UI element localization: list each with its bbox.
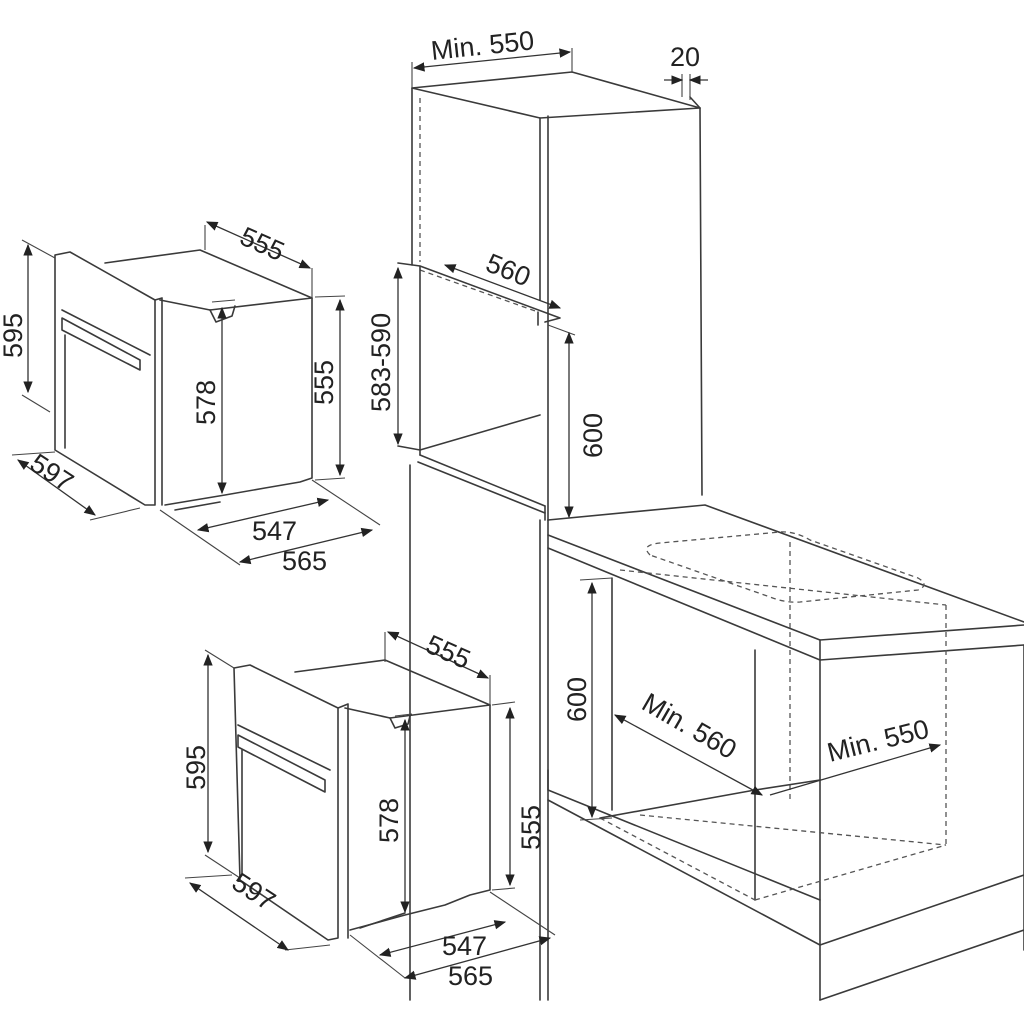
oven-top bbox=[54, 249, 313, 511]
dimensions-oven-top: 555 595 578 555 597 547 565 bbox=[0, 221, 381, 576]
dim-base-height-600: 600 bbox=[562, 677, 592, 722]
dim-height-578-bottom: 578 bbox=[374, 798, 404, 843]
dim-width-565: 565 bbox=[282, 546, 327, 576]
dim-height-595: 595 bbox=[0, 313, 28, 358]
dimensions-oven-bottom: 555 595 578 555 597 547 565 bbox=[181, 629, 556, 991]
dim-width-565-bottom: 565 bbox=[448, 961, 493, 991]
dim-niche-560: 560 bbox=[482, 248, 535, 293]
dim-width-547-bottom: 547 bbox=[442, 931, 487, 961]
dim-height-595-bottom: 595 bbox=[181, 745, 211, 790]
dim-min-550-base: Min. 550 bbox=[824, 714, 932, 768]
dim-min-550-top: Min. 550 bbox=[429, 25, 535, 66]
dim-gap-20: 20 bbox=[670, 42, 700, 72]
dim-height-578: 578 bbox=[191, 380, 221, 425]
dim-niche-600: 600 bbox=[578, 413, 608, 458]
dim-depth-555: 555 bbox=[236, 221, 289, 267]
dimensions-base-cabinet: 600 Min. 560 Min. 550 bbox=[562, 577, 942, 821]
dim-min-560: Min. 560 bbox=[637, 687, 742, 765]
tall-cabinet bbox=[397, 71, 703, 1001]
dim-width-597: 597 bbox=[25, 448, 79, 498]
dim-niche-height-583-590: 583-590 bbox=[366, 313, 396, 412]
base-cabinet bbox=[547, 504, 1024, 1001]
dimensions-tall-cabinet: Min. 550 20 560 583-590 600 bbox=[366, 25, 708, 519]
dim-height-555: 555 bbox=[309, 360, 339, 405]
dim-width-547: 547 bbox=[252, 516, 297, 546]
dim-height-555-bottom: 555 bbox=[516, 805, 546, 850]
